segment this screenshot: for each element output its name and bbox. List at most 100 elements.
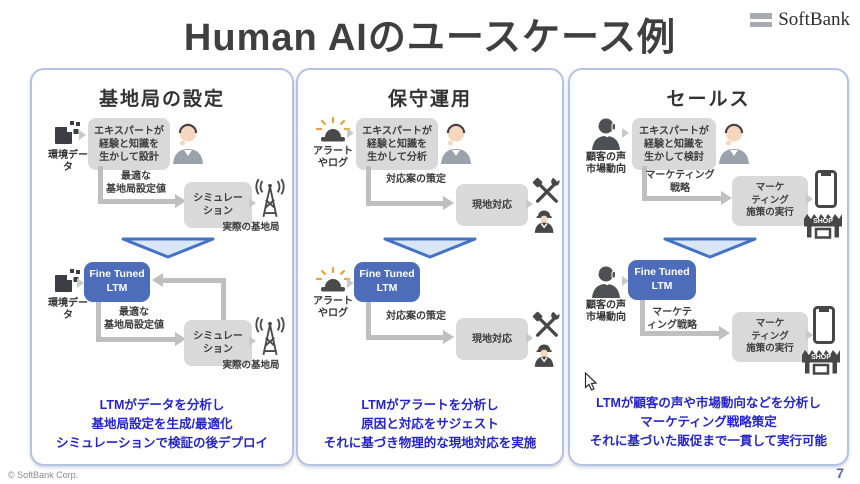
page-number: 7 bbox=[836, 465, 844, 481]
source-label: アラートやログ bbox=[313, 296, 353, 319]
smartphone-icon bbox=[815, 170, 837, 208]
process-box: シミュレーション bbox=[184, 320, 252, 366]
panel-summary: LTMがアラートを分析し原因と対応をサジェストそれに基づき物理的な現地対応を実施 bbox=[323, 398, 537, 450]
chevron-down-separator bbox=[121, 237, 215, 259]
copyright-text: © SoftBank Corp. bbox=[8, 470, 79, 480]
siren-icon bbox=[315, 116, 351, 142]
flow-chevron-icon bbox=[806, 330, 813, 340]
source-label: 環境データ bbox=[48, 298, 88, 321]
source-data-block: 環境データ bbox=[44, 118, 92, 174]
flow-arrow bbox=[366, 201, 446, 206]
softbank-logo-text: SoftBank bbox=[778, 9, 850, 30]
data-cube-icon bbox=[55, 269, 80, 292]
flow-chevron-icon bbox=[79, 130, 86, 140]
flow-arrow bbox=[640, 331, 722, 336]
panel-maintenance: 保守運用 アラートやログ エキスパートが経験と知識を生かして分析 対応案の策定 … bbox=[296, 68, 564, 466]
siren-icon bbox=[315, 266, 351, 292]
flow-chevron-icon bbox=[347, 278, 354, 288]
shop-sign-label: SHOP bbox=[811, 354, 831, 361]
shop-sign-label: SHOP bbox=[813, 218, 833, 225]
flow-chevron-icon bbox=[622, 276, 629, 286]
chevron-down-separator bbox=[663, 237, 757, 259]
flow-chevron-icon bbox=[77, 278, 84, 288]
source-label: 顧客の声市場動向 bbox=[586, 152, 626, 175]
process-box: マーケティング施策の実行 bbox=[732, 176, 808, 226]
headset-person-icon bbox=[592, 116, 620, 150]
source-label: 顧客の声市場動向 bbox=[586, 300, 626, 323]
panel-summary: LTMがデータを分析し基地局設定を生成/最適化シミュレーションで検証の後デプロイ bbox=[55, 398, 268, 450]
page-title: Human AIのユースケース例 bbox=[183, 17, 677, 59]
flow-chevron-icon bbox=[249, 336, 256, 346]
flow-chevron-icon bbox=[249, 198, 256, 208]
arrow-label: マーケティング戦略 bbox=[645, 170, 715, 194]
shop-icon: SHOP bbox=[802, 350, 840, 375]
headset-person-icon bbox=[592, 264, 620, 298]
target-label: 実際の基地局 bbox=[222, 360, 280, 371]
flow-chevron-icon bbox=[347, 128, 354, 138]
flow-arrow bbox=[96, 302, 101, 342]
arrow-label: 最適な基地局設定値 bbox=[104, 307, 164, 331]
arrowhead-icon bbox=[175, 332, 186, 346]
flow-arrow bbox=[366, 166, 371, 206]
tools-worker-icon bbox=[532, 174, 560, 233]
panel-base-station: 基地局の設定 環境データ エキスパートが経験と知識を生かして設計 最適な基地局設… bbox=[30, 68, 294, 466]
flow-arrow bbox=[640, 300, 645, 336]
flow-arrow bbox=[366, 335, 446, 340]
shop-icon: SHOP bbox=[804, 214, 842, 239]
business-person-icon bbox=[719, 123, 749, 164]
source-alert-block: アラートやログ bbox=[308, 266, 358, 320]
radio-tower-icon bbox=[255, 178, 285, 218]
flow-arrow bbox=[98, 166, 103, 204]
business-person-icon bbox=[173, 123, 203, 164]
source-label: 環境データ bbox=[48, 150, 88, 173]
flow-arrow bbox=[366, 302, 371, 340]
target-label: 実際の基地局 bbox=[222, 222, 280, 233]
mouse-cursor-icon bbox=[584, 372, 598, 391]
expert-box: エキスパートが経験と知識を生かして分析 bbox=[356, 118, 438, 170]
source-label: アラートやログ bbox=[313, 146, 353, 169]
expert-box: エキスパートが経験と知識を生かして検討 bbox=[632, 118, 716, 170]
smartphone-icon bbox=[813, 306, 835, 344]
arrowhead-icon bbox=[175, 194, 186, 208]
panel-title: 基地局の設定 bbox=[98, 89, 225, 110]
process-box: マーケティング施策の実行 bbox=[732, 312, 808, 362]
panel-title: 保守運用 bbox=[387, 89, 472, 110]
flow-arrow bbox=[98, 199, 178, 204]
source-alert-block: アラートやログ bbox=[308, 116, 358, 170]
flow-chevron-icon bbox=[622, 128, 629, 138]
flow-chevron-icon bbox=[806, 194, 813, 204]
softbank-bars-icon bbox=[750, 13, 773, 27]
radio-tower-icon bbox=[255, 316, 285, 356]
flow-arrow bbox=[642, 166, 647, 201]
arrow-label: 対応案の策定 bbox=[386, 311, 446, 322]
panel-sales: セールス 顧客の声市場動向 エキスパートが経験と知識を生かして検討 マーケティン… bbox=[568, 68, 849, 466]
expert-box: エキスパートが経験と知識を生かして設計 bbox=[88, 118, 170, 170]
arrowhead-icon bbox=[719, 326, 730, 340]
process-box: 現地対応 bbox=[456, 184, 528, 226]
arrowhead-icon bbox=[152, 273, 163, 287]
feedback-arrow bbox=[162, 278, 226, 283]
tools-worker-icon bbox=[532, 308, 560, 367]
source-customer-block: 顧客の声市場動向 bbox=[580, 262, 632, 324]
chevron-down-separator bbox=[383, 237, 477, 259]
arrow-label: 最適な基地局設定値 bbox=[106, 171, 166, 195]
flow-chevron-icon bbox=[526, 199, 533, 209]
business-person-icon bbox=[441, 123, 471, 164]
arrowhead-icon bbox=[721, 191, 732, 205]
panel-title: セールス bbox=[666, 89, 751, 110]
flow-arrow bbox=[96, 337, 178, 342]
flow-chevron-icon bbox=[526, 333, 533, 343]
arrowhead-icon bbox=[443, 330, 454, 344]
source-data-block: 環境データ bbox=[44, 266, 92, 322]
arrow-label: 対応案の策定 bbox=[386, 174, 446, 185]
source-customer-block: 顧客の声市場動向 bbox=[580, 114, 632, 176]
feedback-arrow bbox=[221, 278, 226, 322]
flow-arrow bbox=[642, 196, 724, 201]
arrowhead-icon bbox=[443, 196, 454, 210]
process-box: シミュレーション bbox=[184, 182, 252, 228]
data-cube-icon bbox=[55, 121, 80, 144]
panel-summary: LTMが顧客の声や市場動向などを分析しマーケティング戦略策定それに基づいた販促ま… bbox=[589, 396, 828, 448]
